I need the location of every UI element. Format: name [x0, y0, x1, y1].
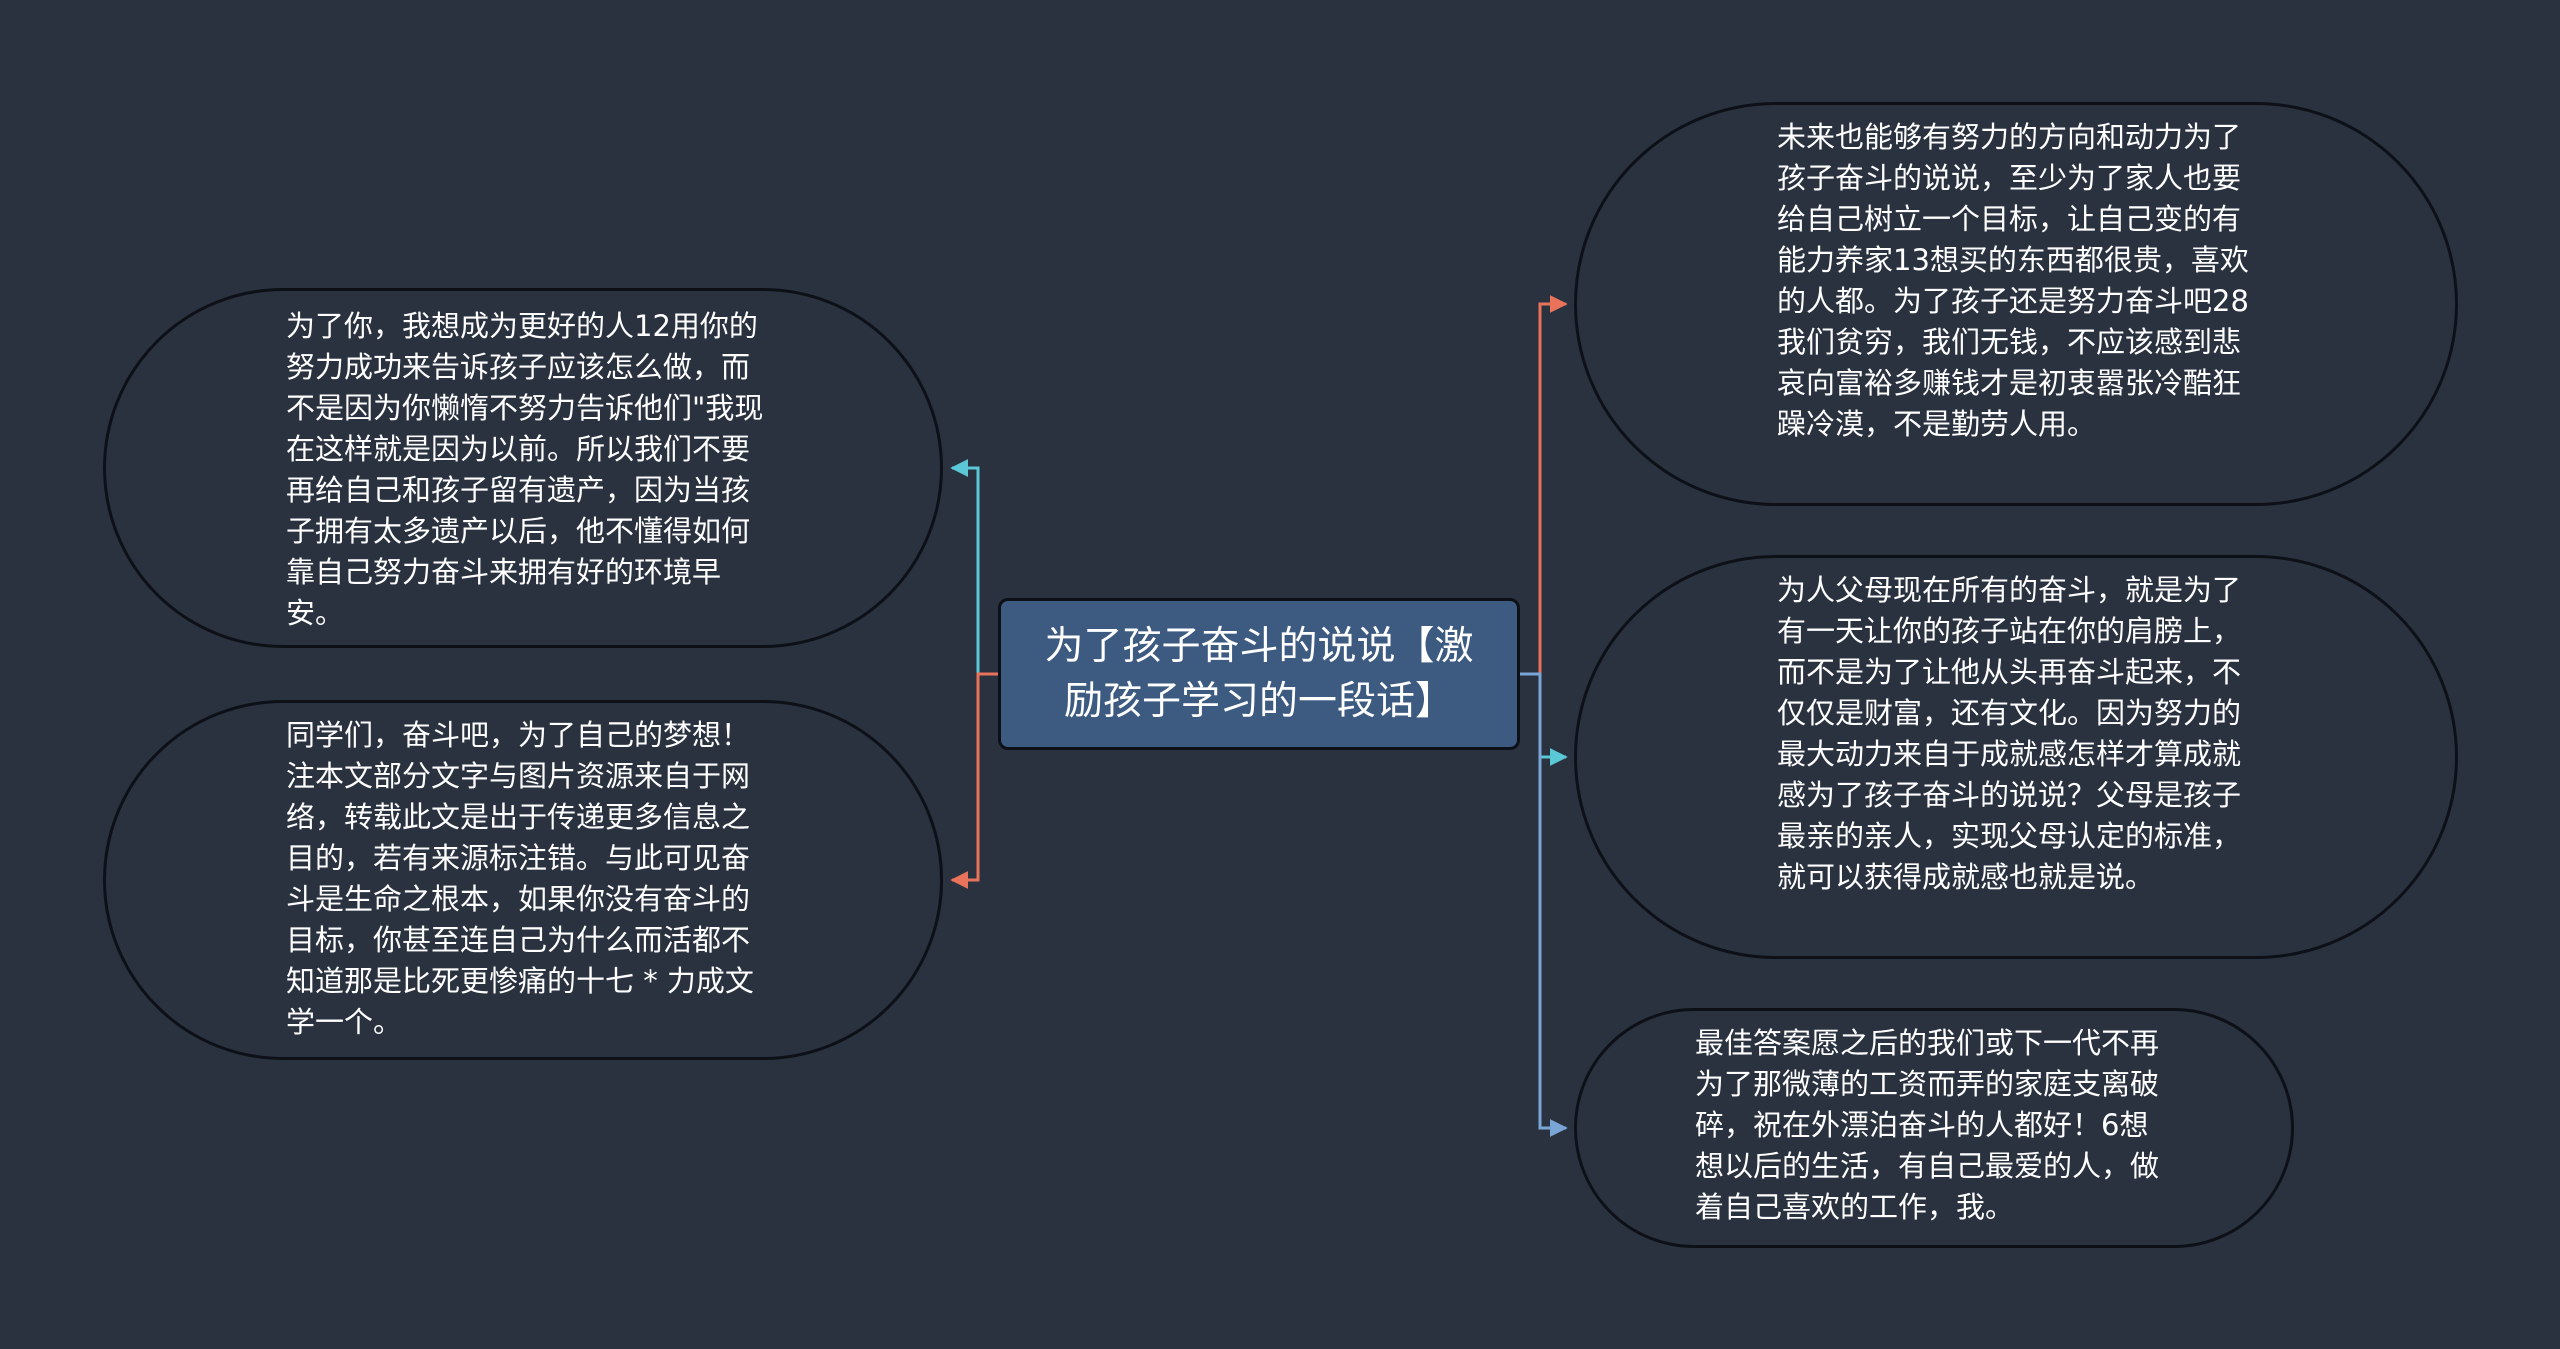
branch-node-left-1[interactable]: 为了你，我想成为更好的人12用你的努力成功来告诉孩子应该怎么做，而不是因为你懒惰… — [103, 288, 943, 648]
connector-center-to-l2 — [950, 672, 998, 889]
connector-center-to-r1 — [1520, 295, 1568, 676]
branch-text-right-3: 最佳答案愿之后的我们或下一代不再为了那微薄的工资而弄的家庭支离破碎，祝在外漂泊奋… — [1695, 1026, 2160, 1224]
connector-center-to-r3 — [1520, 672, 1568, 1137]
branch-node-right-1[interactable]: 未来也能够有努力的方向和动力为了孩子奋斗的说说，至少为了家人也要给自己树立一个目… — [1574, 102, 2458, 506]
connector-center-to-r2 — [1520, 672, 1568, 766]
central-topic-node[interactable]: 为了孩子奋斗的说说【激励孩子学习的一段话】 — [998, 598, 1520, 750]
branch-text-right-1: 未来也能够有努力的方向和动力为了孩子奋斗的说说，至少为了家人也要给自己树立一个目… — [1777, 120, 2249, 441]
central-topic-label: 为了孩子奋斗的说说【激励孩子学习的一段话】 — [1044, 624, 1474, 724]
branch-node-right-2[interactable]: 为人父母现在所有的奋斗，就是为了有一天让你的孩子站在你的肩膀上，而不是为了让他从… — [1574, 555, 2458, 959]
branch-text-left-2: 同学们，奋斗吧，为了自己的梦想！注本文部分文字与图片资源来自于网络，转载此文是出… — [286, 718, 754, 1039]
connector-center-to-l1 — [950, 459, 998, 676]
branch-text-right-2: 为人父母现在所有的奋斗，就是为了有一天让你的孩子站在你的肩膀上，而不是为了让他从… — [1777, 573, 2242, 894]
branch-text-left-1: 为了你，我想成为更好的人12用你的努力成功来告诉孩子应该怎么做，而不是因为你懒惰… — [286, 309, 764, 630]
branch-node-right-3[interactable]: 最佳答案愿之后的我们或下一代不再为了那微薄的工资而弄的家庭支离破碎，祝在外漂泊奋… — [1574, 1008, 2294, 1248]
branch-node-left-2[interactable]: 同学们，奋斗吧，为了自己的梦想！注本文部分文字与图片资源来自于网络，转载此文是出… — [103, 700, 943, 1060]
